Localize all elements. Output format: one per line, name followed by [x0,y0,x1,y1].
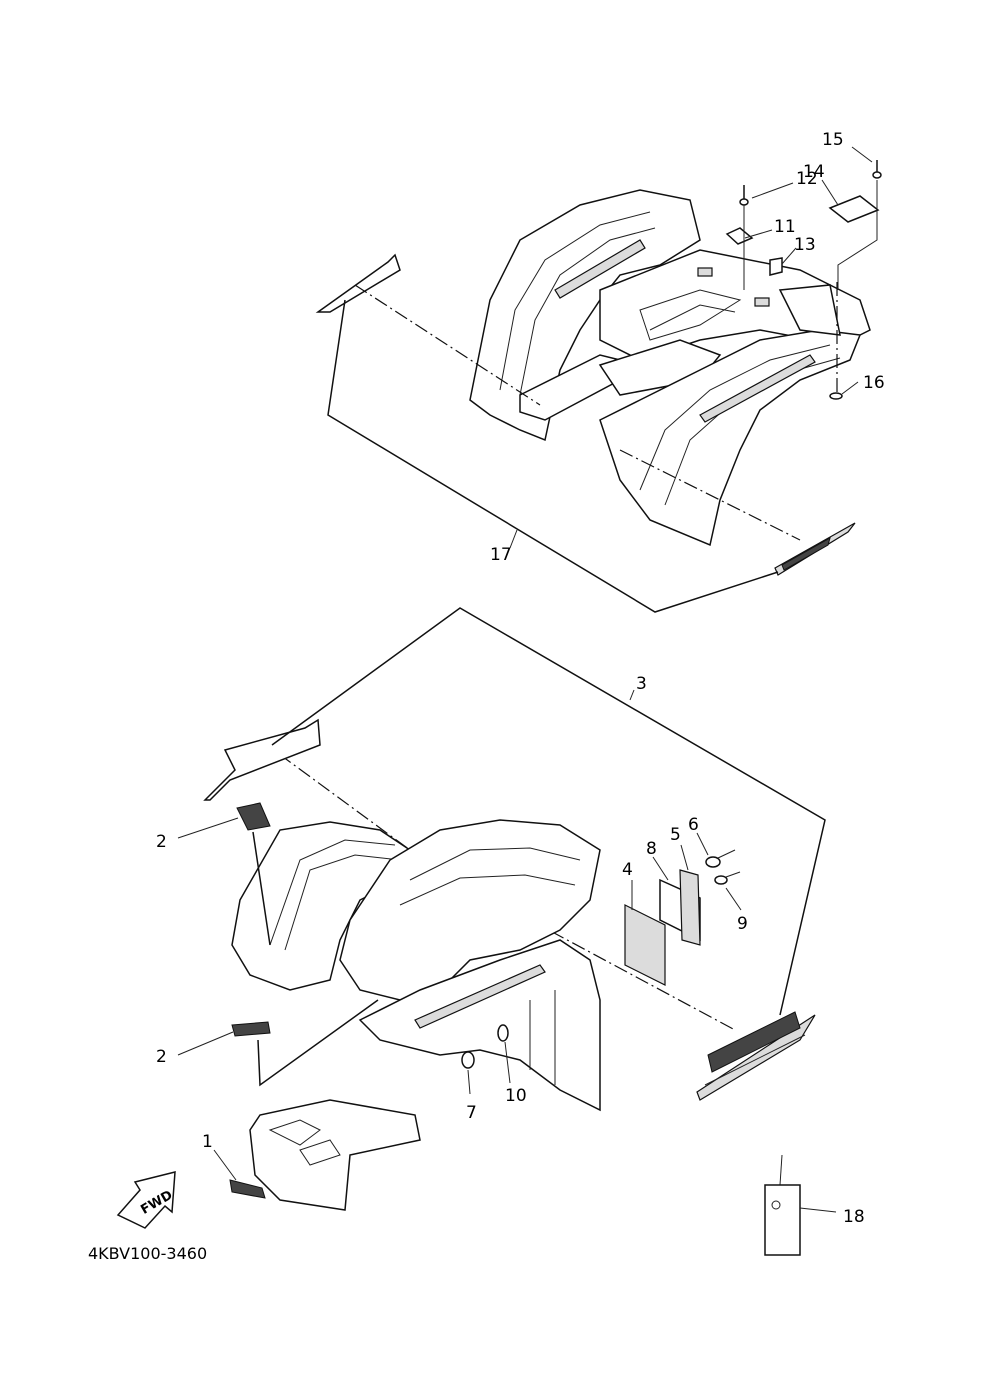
fwd-arrow: FWD [116,1171,176,1229]
callout-13: 13 [794,235,816,255]
diagram-code: 4KBV100-3460 [88,1244,207,1263]
callout-2-upper: 2 [156,832,167,852]
plate-14 [828,195,880,223]
callout-11: 11 [774,217,796,237]
callout-3: 3 [636,674,647,694]
label-tag [764,1154,801,1256]
badge-lower [231,1021,271,1037]
fastener-9 [714,871,741,885]
badge-upper [236,802,271,831]
plate-4 [624,904,666,986]
fastener-6 [705,849,736,868]
rear-fender [469,189,871,547]
bracket-13 [769,257,783,276]
rear-left-decal [315,253,401,313]
front-fender [231,819,601,1112]
screw-12 [739,185,749,206]
callout-1: 1 [202,1132,213,1152]
callout-5: 5 [670,825,681,845]
callout-16: 16 [863,373,885,393]
grommet-7 [461,1051,475,1069]
front-guard [249,1099,421,1211]
callout-14: 14 [803,162,825,182]
plate-11 [725,227,754,245]
callout-15: 15 [822,130,844,150]
screw-15 [872,160,882,179]
front-top-decal [203,718,321,801]
callout-12: 12 [796,169,818,189]
callout-8: 8 [646,839,657,859]
small-emblem [229,1179,266,1199]
callout-10: 10 [505,1086,527,1106]
callout-18: 18 [843,1207,865,1227]
callout-4: 4 [622,860,633,880]
callout-9: 9 [737,914,748,934]
callout-7: 7 [466,1103,477,1123]
plate-5 [679,869,701,946]
callout-17: 17 [490,545,512,565]
grommet-10 [497,1024,509,1042]
callout-6: 6 [688,815,699,835]
grommet-16 [829,392,843,400]
callout-2-lower: 2 [156,1047,167,1067]
